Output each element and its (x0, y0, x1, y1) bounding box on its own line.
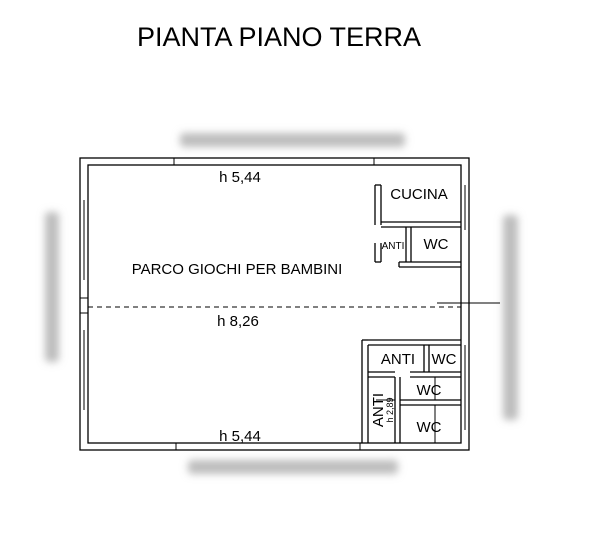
plan-title: PIANTA PIANO TERRA (137, 22, 421, 52)
room-label-wc-lower-1: WC (417, 382, 442, 399)
room-label-cucina: CUCINA (390, 186, 448, 203)
room-label-anti-mid: ANTI (381, 351, 415, 368)
room-label-parco-giochi: PARCO GIOCHI PER BAMBINI (132, 261, 343, 278)
room-label-wc-lower-2: WC (417, 419, 442, 436)
height-label-top: h 5,44 (219, 169, 261, 186)
lower-service-block (361, 339, 461, 443)
redacted-left (45, 212, 59, 362)
redacted-top (180, 133, 405, 147)
redacted-dimensions (45, 133, 518, 474)
outer-walls (79, 157, 470, 451)
redacted-right (503, 215, 518, 420)
height-label-bottom: h 5,44 (219, 428, 261, 445)
upper-service-block (374, 184, 461, 268)
room-label-wc-upper: WC (424, 236, 449, 253)
room-label-anti-vertical: ANTI (370, 393, 387, 427)
room-label-wc-mid: WC (432, 351, 457, 368)
room-label-anti-upper: ANTI (382, 241, 405, 252)
height-label-middle: h 8,26 (217, 313, 259, 330)
redacted-bottom (188, 460, 398, 474)
height-label-small: h 2,89 (385, 397, 395, 422)
